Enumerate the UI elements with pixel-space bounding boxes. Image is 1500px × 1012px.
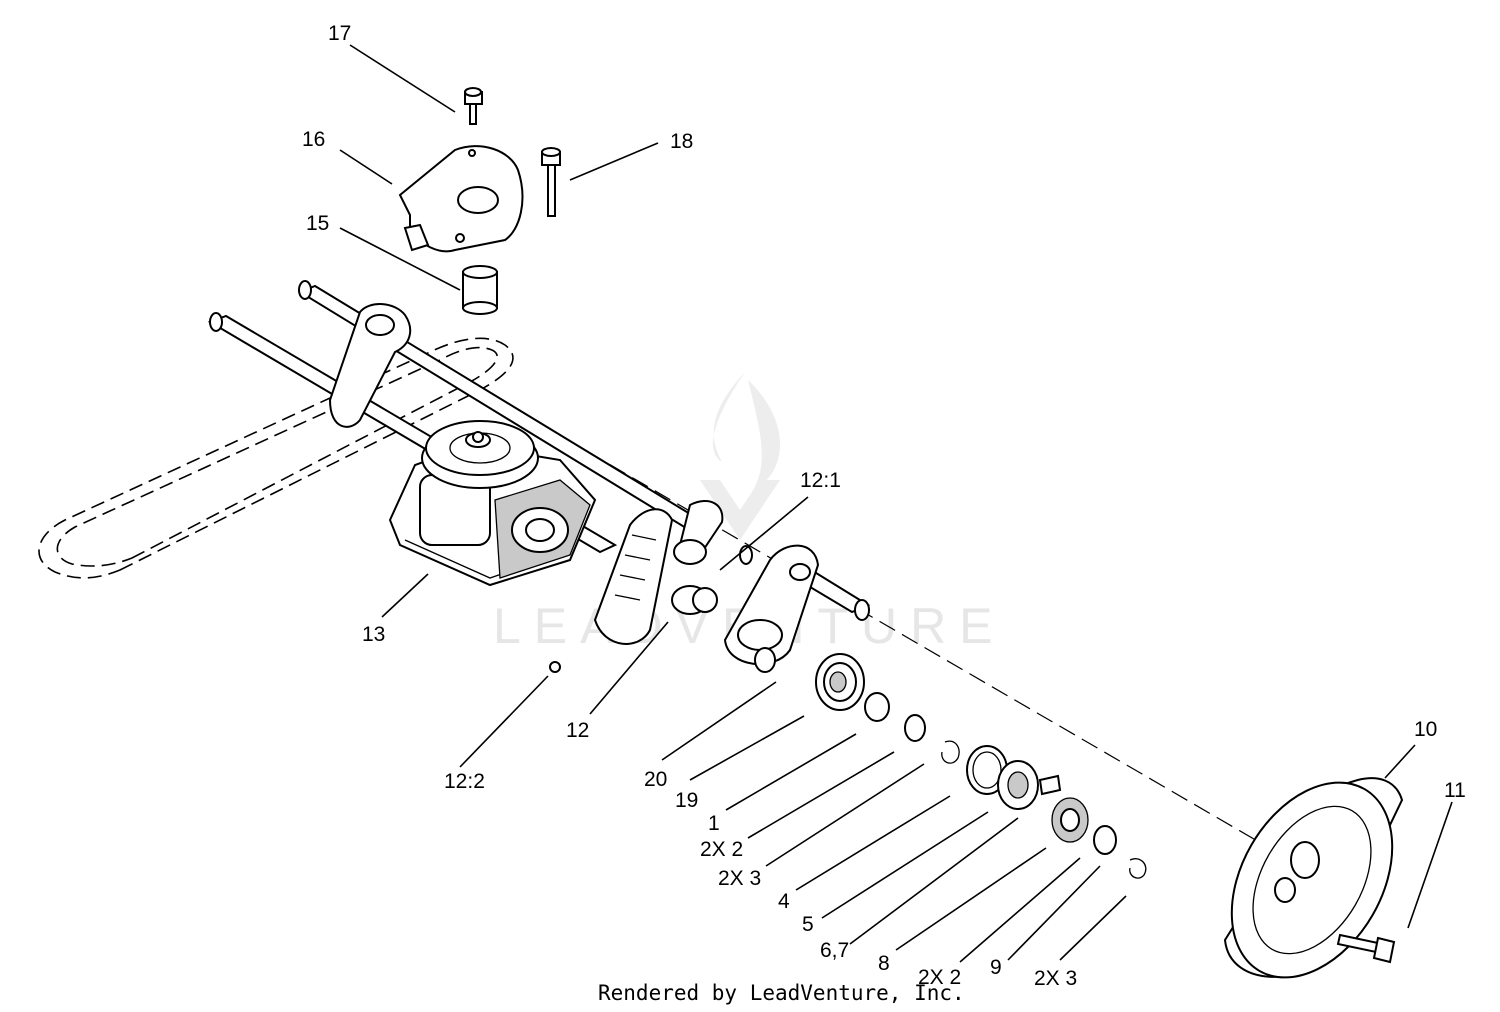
callout-9: 9 [990,956,1002,979]
watermark-flame-logo [700,372,781,540]
callout-4: 4 [778,890,790,913]
callout-2x3-a: 2X 3 [718,867,761,890]
callout-15: 15 [306,212,329,235]
bolt-18 [541,147,561,217]
shaft-bracket [328,303,412,428]
callout-12: 12 [566,719,589,742]
callout-2x2-a: 2X 2 [700,838,743,861]
exploded-hardware [754,647,1147,879]
callout-2x2-b: 2X 2 [918,966,961,989]
callout-labels: 17 16 18 15 12:1 13 12 12:2 20 19 1 2X 2… [302,22,1466,990]
callout-12-1: 12:1 [800,469,841,492]
callout-5: 5 [802,913,814,936]
yoke-fittings [549,539,753,673]
callout-20: 20 [644,768,667,791]
right-bracket-plate [723,544,820,666]
bolt-11 [1336,933,1396,964]
callout-18: 18 [670,130,693,153]
callout-1: 1 [708,812,720,835]
drive-belt [38,337,514,579]
callout-13: 13 [362,623,385,646]
cover-plate [398,145,524,253]
callout-8: 8 [878,952,890,975]
spacer-15 [462,265,498,315]
callout-19: 19 [675,789,698,812]
callout-12-2: 12:2 [444,770,485,793]
callout-17: 17 [328,22,351,45]
render-credit: Rendered by LeadVenture, Inc. [598,981,965,1005]
callout-16: 16 [302,128,325,151]
callout-2x3-b: 2X 3 [1034,967,1077,990]
leader-lines [339,44,1453,963]
callout-11: 11 [1444,779,1466,802]
callout-10: 10 [1414,718,1437,741]
transmission-gearbox [388,420,597,587]
wheel-hub [1223,777,1404,979]
bolt-17 [464,87,483,125]
callout-6-7: 6,7 [820,939,849,962]
